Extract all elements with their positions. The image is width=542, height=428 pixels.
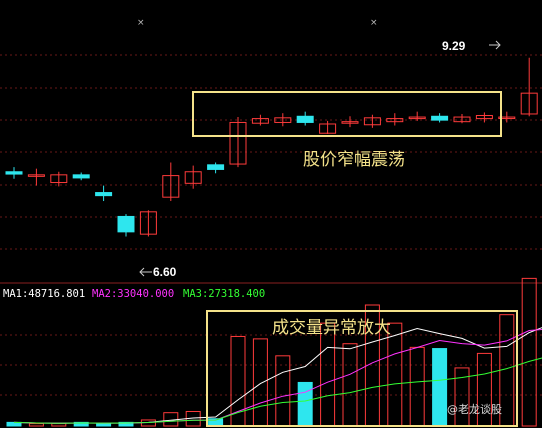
volume-bar	[320, 322, 336, 427]
ma1-indicator: MA1:48716.801	[3, 288, 86, 300]
candle-body	[162, 175, 180, 198]
volume-highlight-box	[206, 310, 518, 427]
candle-body	[341, 121, 359, 124]
candle-body	[50, 174, 68, 184]
volume-bar	[432, 348, 448, 427]
candle-body	[251, 118, 269, 124]
candle-body	[475, 115, 493, 120]
candlestick-series	[5, 57, 538, 237]
volume-bar	[73, 421, 89, 427]
candle-body	[274, 117, 292, 123]
volume-bar	[118, 421, 134, 427]
watermark: @老龙谈股	[447, 403, 502, 416]
candle-body	[229, 121, 247, 165]
candle-body	[184, 171, 202, 184]
volume-bar	[342, 343, 358, 427]
volume-box-annotation: 成交量异常放大	[272, 318, 391, 338]
grid-lines	[0, 54, 542, 396]
candle-body	[498, 116, 516, 120]
candle-body	[431, 115, 449, 121]
price-markers	[139, 40, 501, 277]
volume-bar	[275, 355, 291, 427]
star-markers: × ×	[137, 18, 378, 28]
ma2-indicator: MA2:33040.000	[92, 288, 175, 300]
candle-body	[296, 115, 314, 123]
volume-bar	[96, 423, 112, 427]
volume-bar	[521, 277, 537, 427]
volume-bar	[297, 381, 313, 427]
candle-body	[5, 171, 23, 175]
candle-body	[386, 118, 404, 123]
volume-bar	[409, 346, 425, 427]
star-marker: ×	[137, 18, 145, 28]
volume-bar	[252, 338, 268, 427]
candle-body	[72, 174, 90, 179]
ma3-line	[13, 357, 542, 424]
candle-body	[27, 174, 45, 177]
moving-average-lines	[13, 327, 542, 424]
volume-bar	[387, 322, 403, 427]
low-price-arrow-icon	[139, 267, 152, 277]
volume-bar	[51, 423, 67, 427]
candle-body	[95, 192, 113, 197]
candle-body	[207, 164, 225, 170]
price-range-highlight-box	[192, 91, 502, 137]
price-box-annotation: 股价窄幅震荡	[303, 150, 405, 170]
candle-body	[408, 116, 426, 120]
candle-body	[363, 117, 381, 126]
low-price-label: 6.60	[153, 265, 177, 279]
high-price-label: 9.29	[442, 39, 466, 53]
candle-body	[139, 211, 157, 235]
volume-bar	[6, 421, 22, 427]
high-price-arrow-icon	[489, 40, 501, 50]
candle-body	[117, 215, 135, 233]
volume-bar	[28, 423, 44, 427]
star-marker: ×	[370, 18, 378, 28]
candle-body	[319, 123, 337, 134]
candle-body	[453, 116, 471, 123]
ma3-indicator: MA3:27318.400	[183, 288, 266, 300]
candle-body	[520, 92, 538, 115]
